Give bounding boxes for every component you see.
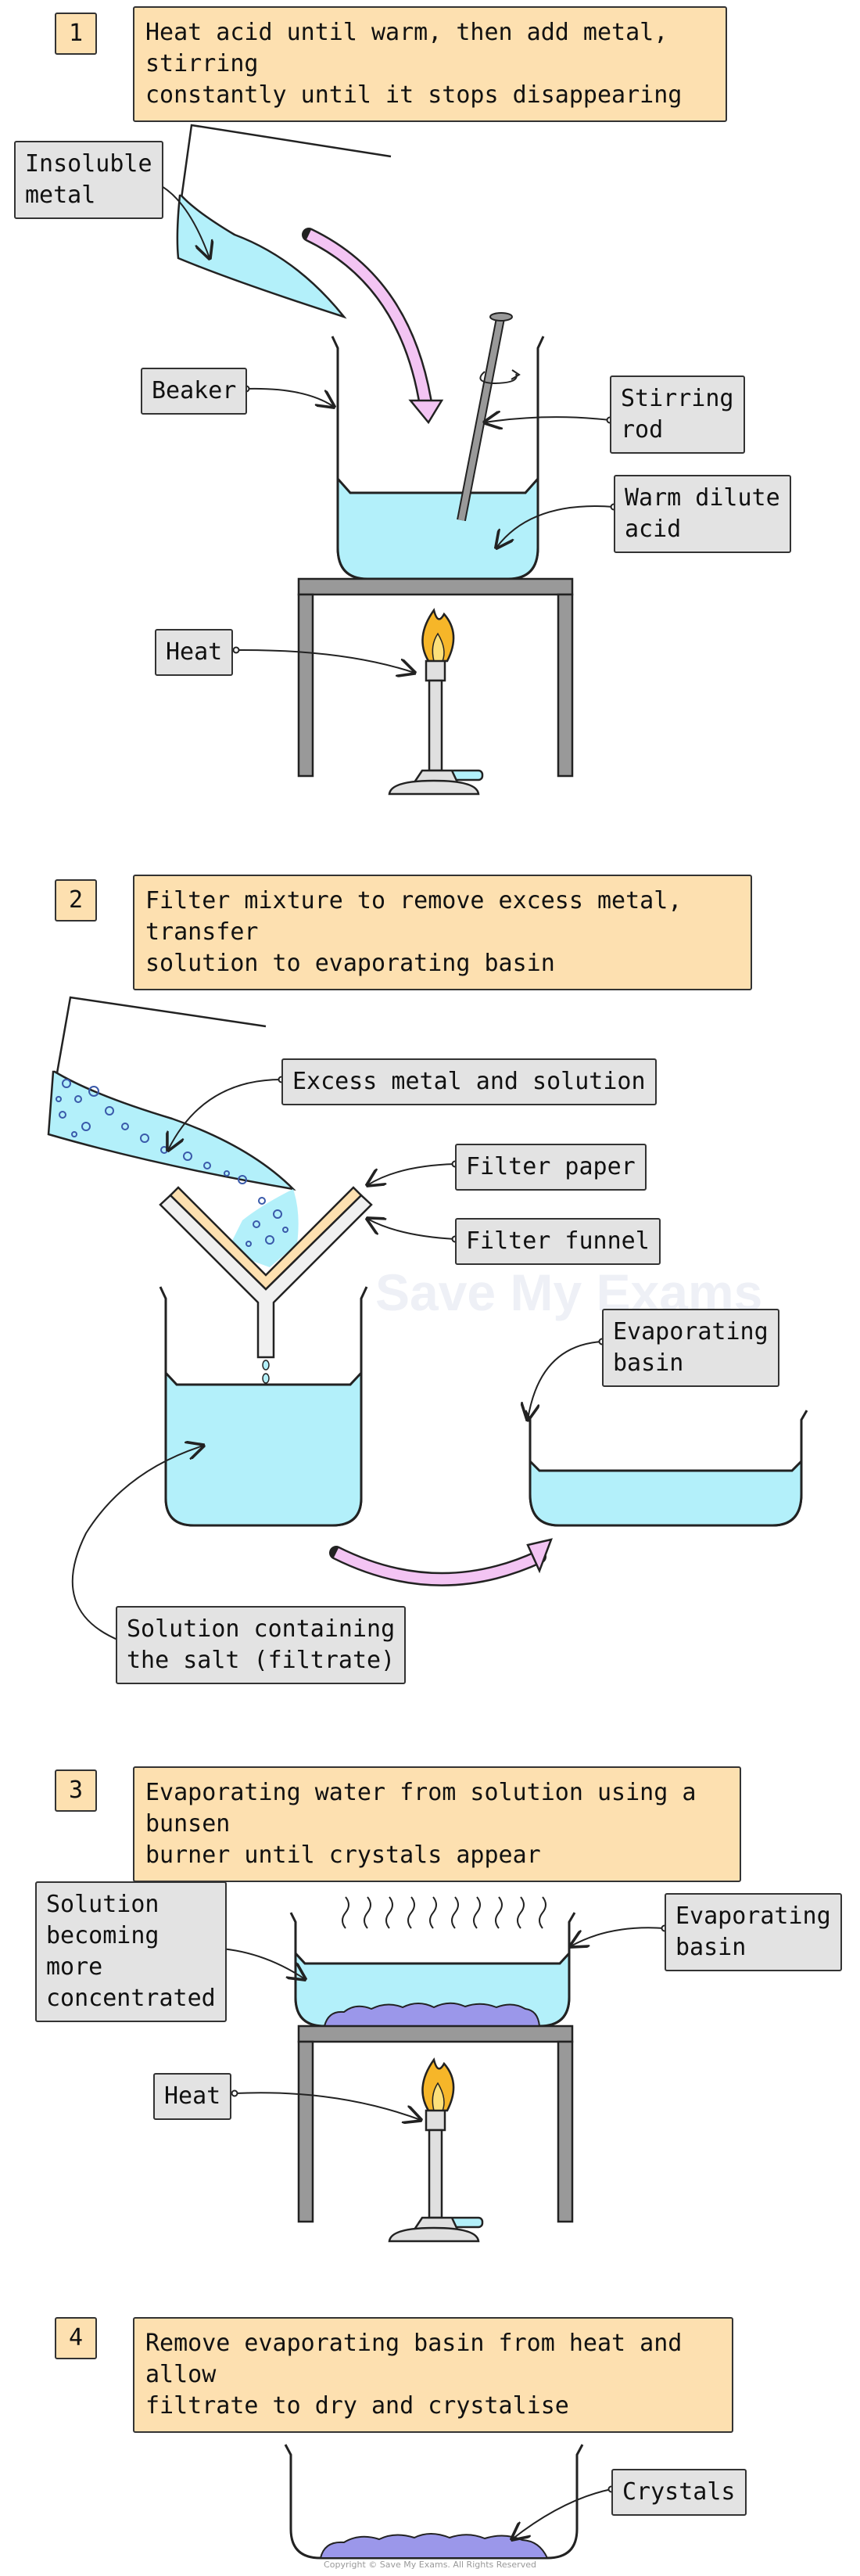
step2-pink-arrowhead: [526, 1538, 553, 1574]
step1-pouring-flask: [176, 124, 392, 319]
label-filter-paper: Filter paper: [455, 1144, 647, 1191]
step1-beaker: [331, 336, 545, 580]
step3-evaporating-basin: [289, 1912, 576, 2028]
step-number-4: 4: [55, 2317, 97, 2359]
label-beaker: Beaker: [141, 368, 248, 415]
label-heat-step1: Heat: [155, 629, 234, 676]
step4-leader-lines: [512, 2485, 615, 2540]
label-excess-metal-solution: Excess metal and solution: [281, 1058, 657, 1105]
label-filtrate: Solution containing the salt (filtrate): [116, 1606, 407, 1684]
step1-pink-arrow: [302, 228, 433, 414]
step-instruction-4: Remove evaporating basin from heat and a…: [133, 2317, 733, 2433]
step3-leader-lines: [201, 1924, 668, 2121]
step-instruction-1: Heat acid until warm, then add metal, st…: [133, 6, 727, 122]
step-instruction-2: Filter mixture to remove excess metal, t…: [133, 875, 752, 990]
label-solution-concentrated: Solution becoming more concentrated: [35, 1881, 227, 2022]
step1-tripod: [297, 577, 574, 778]
step2-pouring-flask: [47, 996, 299, 1267]
label-insoluble-metal: Insoluble metal: [14, 141, 163, 219]
step1-bunsen-burner: [388, 608, 484, 796]
label-warm-dilute-acid: Warm dilute acid: [614, 475, 791, 553]
copyright-notice: Copyright © Save My Exams. All Rights Re…: [324, 2560, 536, 2570]
step4-evaporating-basin: [284, 2444, 584, 2560]
step-number-3: 3: [55, 1769, 97, 1812]
label-heat-step3: Heat: [153, 2073, 232, 2120]
step-number-1: 1: [55, 13, 97, 55]
label-evaporating-basin-step2: Evaporating basin: [602, 1309, 779, 1387]
step3-bunsen-burner: [388, 2057, 484, 2243]
step3-tripod: [297, 2025, 574, 2223]
step1-stirring-rod: [457, 312, 521, 522]
label-evaporating-basin-step3: Evaporating basin: [665, 1893, 842, 1971]
label-filter-funnel: Filter funnel: [455, 1218, 661, 1265]
step1-pink-arrowhead: [408, 399, 444, 425]
label-crystals: Crystals: [611, 2469, 747, 2516]
step-instruction-3: Evaporating water from solution using a …: [133, 1766, 741, 1882]
step3-steam-lines: [342, 1896, 546, 1929]
step2-evaporating-basin: [524, 1410, 808, 1527]
step2-particles: [56, 1079, 288, 1247]
step-number-2: 2: [55, 879, 97, 922]
step2-filter-funnel: [159, 1186, 373, 1384]
step2-beaker: [159, 1286, 368, 1527]
label-stirring-rod: Stirring rod: [610, 375, 745, 454]
